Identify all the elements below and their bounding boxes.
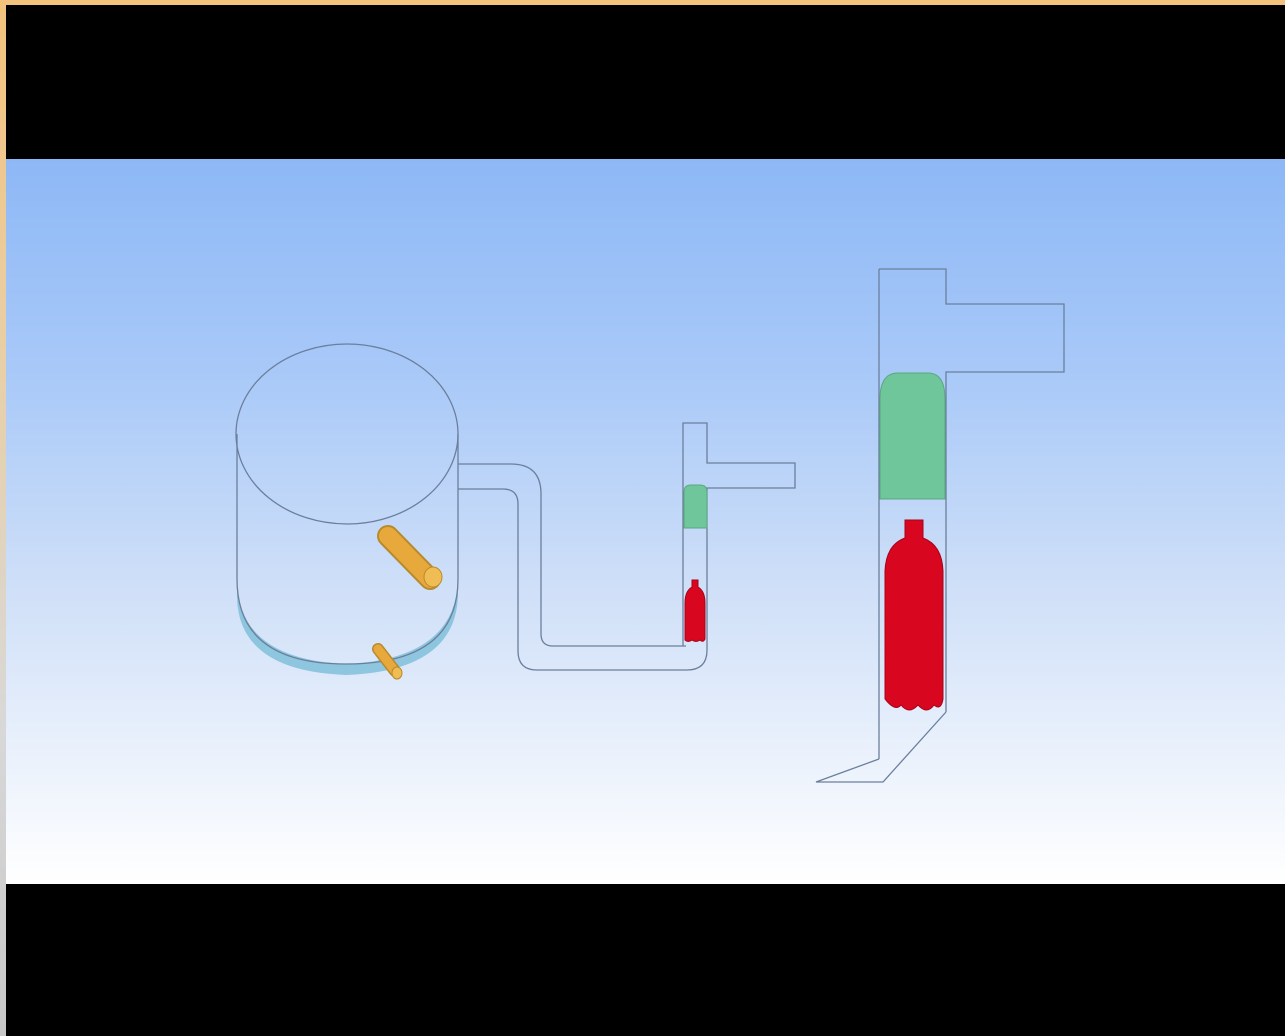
angled-outlet-chute [815, 711, 947, 783]
tank-top-ellipse [235, 343, 459, 525]
inlet-pipe-orange [377, 525, 443, 590]
small-red-bottle [684, 579, 706, 642]
letterbox-top [6, 5, 1285, 159]
small-green-slug [683, 484, 708, 529]
scene-svg [235, 268, 1065, 783]
tank-body [236, 434, 459, 665]
large-column [878, 268, 1065, 759]
large-green-slug [879, 372, 946, 500]
small-riser-column [682, 422, 796, 650]
tank-water-ring [237, 579, 458, 675]
tank-cylinder [235, 343, 459, 675]
letterbox-bottom [6, 884, 1285, 1036]
large-red-bottle [884, 519, 944, 711]
video-frame [6, 5, 1285, 1036]
u-tube [458, 463, 708, 671]
drain-pipe-orange [372, 643, 403, 680]
animation-scene [6, 159, 1285, 884]
